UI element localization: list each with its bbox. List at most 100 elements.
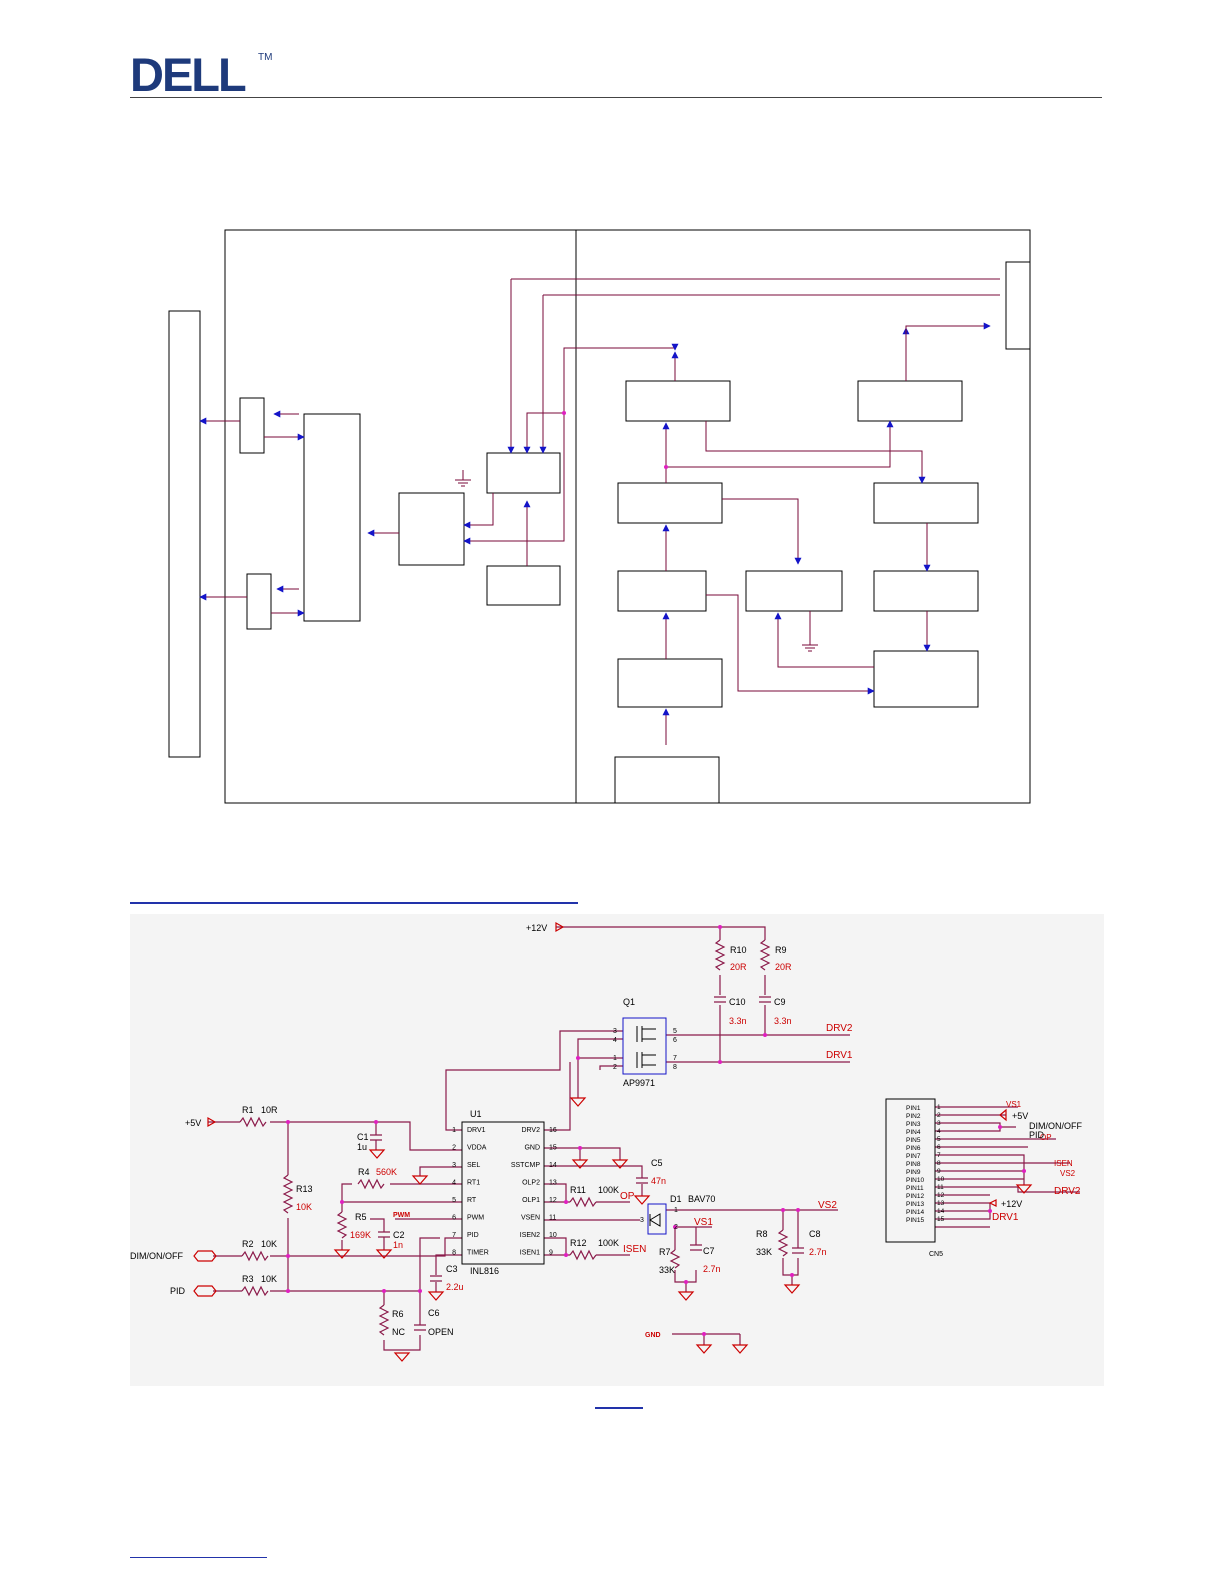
- cn5-signal-op: OP: [1040, 1133, 1052, 1142]
- c5-ref: C5: [651, 1158, 663, 1168]
- ic-pin-number: 11: [549, 1215, 556, 1222]
- connector-pin-name: PIN6: [906, 1145, 921, 1152]
- diagram-frame-left: [224, 229, 577, 804]
- connector-pin-number: 7: [937, 1152, 941, 1159]
- r6-value: NC: [392, 1327, 405, 1337]
- connector-pin-number: 1: [937, 1104, 941, 1111]
- r1-value: 10R: [261, 1105, 278, 1115]
- r5-ref: R5: [355, 1212, 367, 1222]
- schematic-wires: [208, 926, 1080, 1351]
- c8-value: 2.7n: [809, 1247, 827, 1257]
- dell-logo: DELL: [130, 52, 248, 94]
- ic-pin-number: 13: [549, 1180, 557, 1187]
- connector-pin-name: PIN9: [906, 1169, 921, 1176]
- block-diagram: [168, 229, 1031, 804]
- connector-pin-name: PIN12: [906, 1193, 924, 1200]
- cn5-signal-pid: PID: [1029, 1130, 1045, 1140]
- ic-pin-name: ISEN2: [520, 1232, 540, 1239]
- r5-value: 169K: [350, 1230, 371, 1240]
- sense-block: [873, 570, 979, 612]
- schematic-capacitors: [370, 996, 804, 1331]
- ic-pin-name: DRV2: [521, 1127, 540, 1134]
- filter-b-block: [873, 482, 979, 524]
- c2-ref: C2: [393, 1230, 405, 1240]
- connector-pin-name: PIN5: [906, 1137, 921, 1144]
- connector-pin-name: PIN1: [906, 1105, 921, 1112]
- cn5-signal-12v: +12V: [1001, 1199, 1022, 1209]
- section-heading-underline[interactable]: [130, 902, 578, 904]
- ic-u1-ref: U1: [470, 1109, 482, 1119]
- ic-pin-name: VSEN: [521, 1215, 540, 1222]
- connector-cn5-ref: CN5: [929, 1251, 943, 1258]
- c3-value: 2.2u: [446, 1282, 464, 1292]
- cn5-signal-dim: DIM/ON/OFF: [1029, 1121, 1082, 1131]
- c7-value: 2.7n: [703, 1264, 721, 1274]
- c6-value: OPEN: [428, 1327, 454, 1337]
- dell-logo-wordmark: DELL: [130, 52, 246, 94]
- mosfet-pin: 3: [613, 1028, 617, 1035]
- ic-pin-name: SEL: [467, 1162, 480, 1169]
- cn5-signal-vs2: VS2: [1060, 1169, 1076, 1178]
- ic-pin-number: 12: [549, 1197, 557, 1204]
- mosfet-q1-part: AP9971: [623, 1078, 655, 1088]
- r12-ref: R12: [570, 1238, 587, 1248]
- figure-caption-link[interactable]: [595, 1407, 643, 1409]
- ic-pin-number: 7: [452, 1232, 456, 1239]
- net-pwm: PWM: [393, 1212, 410, 1219]
- c9-value: 3.3n: [774, 1016, 792, 1026]
- r10-value: 20R: [730, 962, 747, 972]
- c10-value: 3.3n: [729, 1016, 747, 1026]
- panel-connector-block: [168, 310, 201, 758]
- c1-value: 1u: [357, 1142, 367, 1152]
- diagram-frame-right: [575, 229, 1031, 804]
- c6-ref: C6: [428, 1308, 440, 1318]
- mosfet-pin: 2: [613, 1064, 617, 1071]
- filter-a-block: [617, 482, 723, 524]
- connector-pin-name: PIN10: [906, 1177, 924, 1184]
- schematic-grounds: [193, 921, 1033, 1362]
- ic-pin-name: PWM: [467, 1215, 484, 1222]
- c2-value: 1n: [393, 1240, 403, 1250]
- connector-pin-number: 9: [937, 1168, 941, 1175]
- c9-ref: C9: [774, 997, 786, 1007]
- diode-d1: D1 BAV70 1 2 3: [640, 1194, 715, 1235]
- schematic-resistors: [239, 939, 789, 1336]
- diode-pin: 1: [674, 1207, 678, 1214]
- cn5-signal-5v: +5V: [1012, 1111, 1028, 1121]
- schematic-background: [130, 914, 1104, 1386]
- ic-pin-name: PID: [467, 1232, 479, 1239]
- ic-pin-number: 6: [452, 1215, 456, 1222]
- connector-pin-number: 2: [937, 1112, 941, 1119]
- ic-pin-number: 10: [549, 1232, 557, 1239]
- converter-block: [617, 570, 707, 612]
- r4-value: 560K: [376, 1167, 397, 1177]
- r1-ref: R1: [242, 1105, 254, 1115]
- mosfet-pin: 6: [673, 1037, 677, 1044]
- diode-pin: 2: [674, 1224, 678, 1231]
- connector-pin-name: PIN4: [906, 1129, 921, 1136]
- regulator-b-block: [857, 380, 963, 422]
- c5-value: 47n: [651, 1176, 666, 1186]
- protection-block: [873, 650, 979, 708]
- connector-pin-number: 3: [937, 1120, 941, 1127]
- connector-pin-name: PIN7: [906, 1153, 921, 1160]
- diode-d1-part: BAV70: [688, 1194, 715, 1204]
- controller-block: [486, 452, 561, 494]
- ic-pin-number: 9: [549, 1250, 553, 1257]
- ic-pin-number: 1: [452, 1127, 456, 1134]
- mosfet-pin: 1: [613, 1055, 617, 1062]
- ic-pin-number: 15: [549, 1145, 557, 1152]
- rail-12v-label: +12V: [526, 923, 547, 933]
- c8-ref: C8: [809, 1229, 821, 1239]
- diode-pin: 3: [640, 1217, 644, 1224]
- footer-link-underline[interactable]: [130, 1557, 267, 1558]
- c10-ref: C10: [729, 997, 746, 1007]
- driver-block: [398, 492, 465, 566]
- r12-value: 100K: [598, 1238, 619, 1248]
- mosfet-q1-ref: Q1: [623, 997, 635, 1007]
- regulator-a-block: [625, 380, 731, 422]
- mosfet-pin: 5: [673, 1028, 677, 1035]
- cn5-signal-isen: ISEN: [1054, 1159, 1073, 1168]
- input-block: [614, 756, 720, 804]
- r2-ref: R2: [242, 1239, 254, 1249]
